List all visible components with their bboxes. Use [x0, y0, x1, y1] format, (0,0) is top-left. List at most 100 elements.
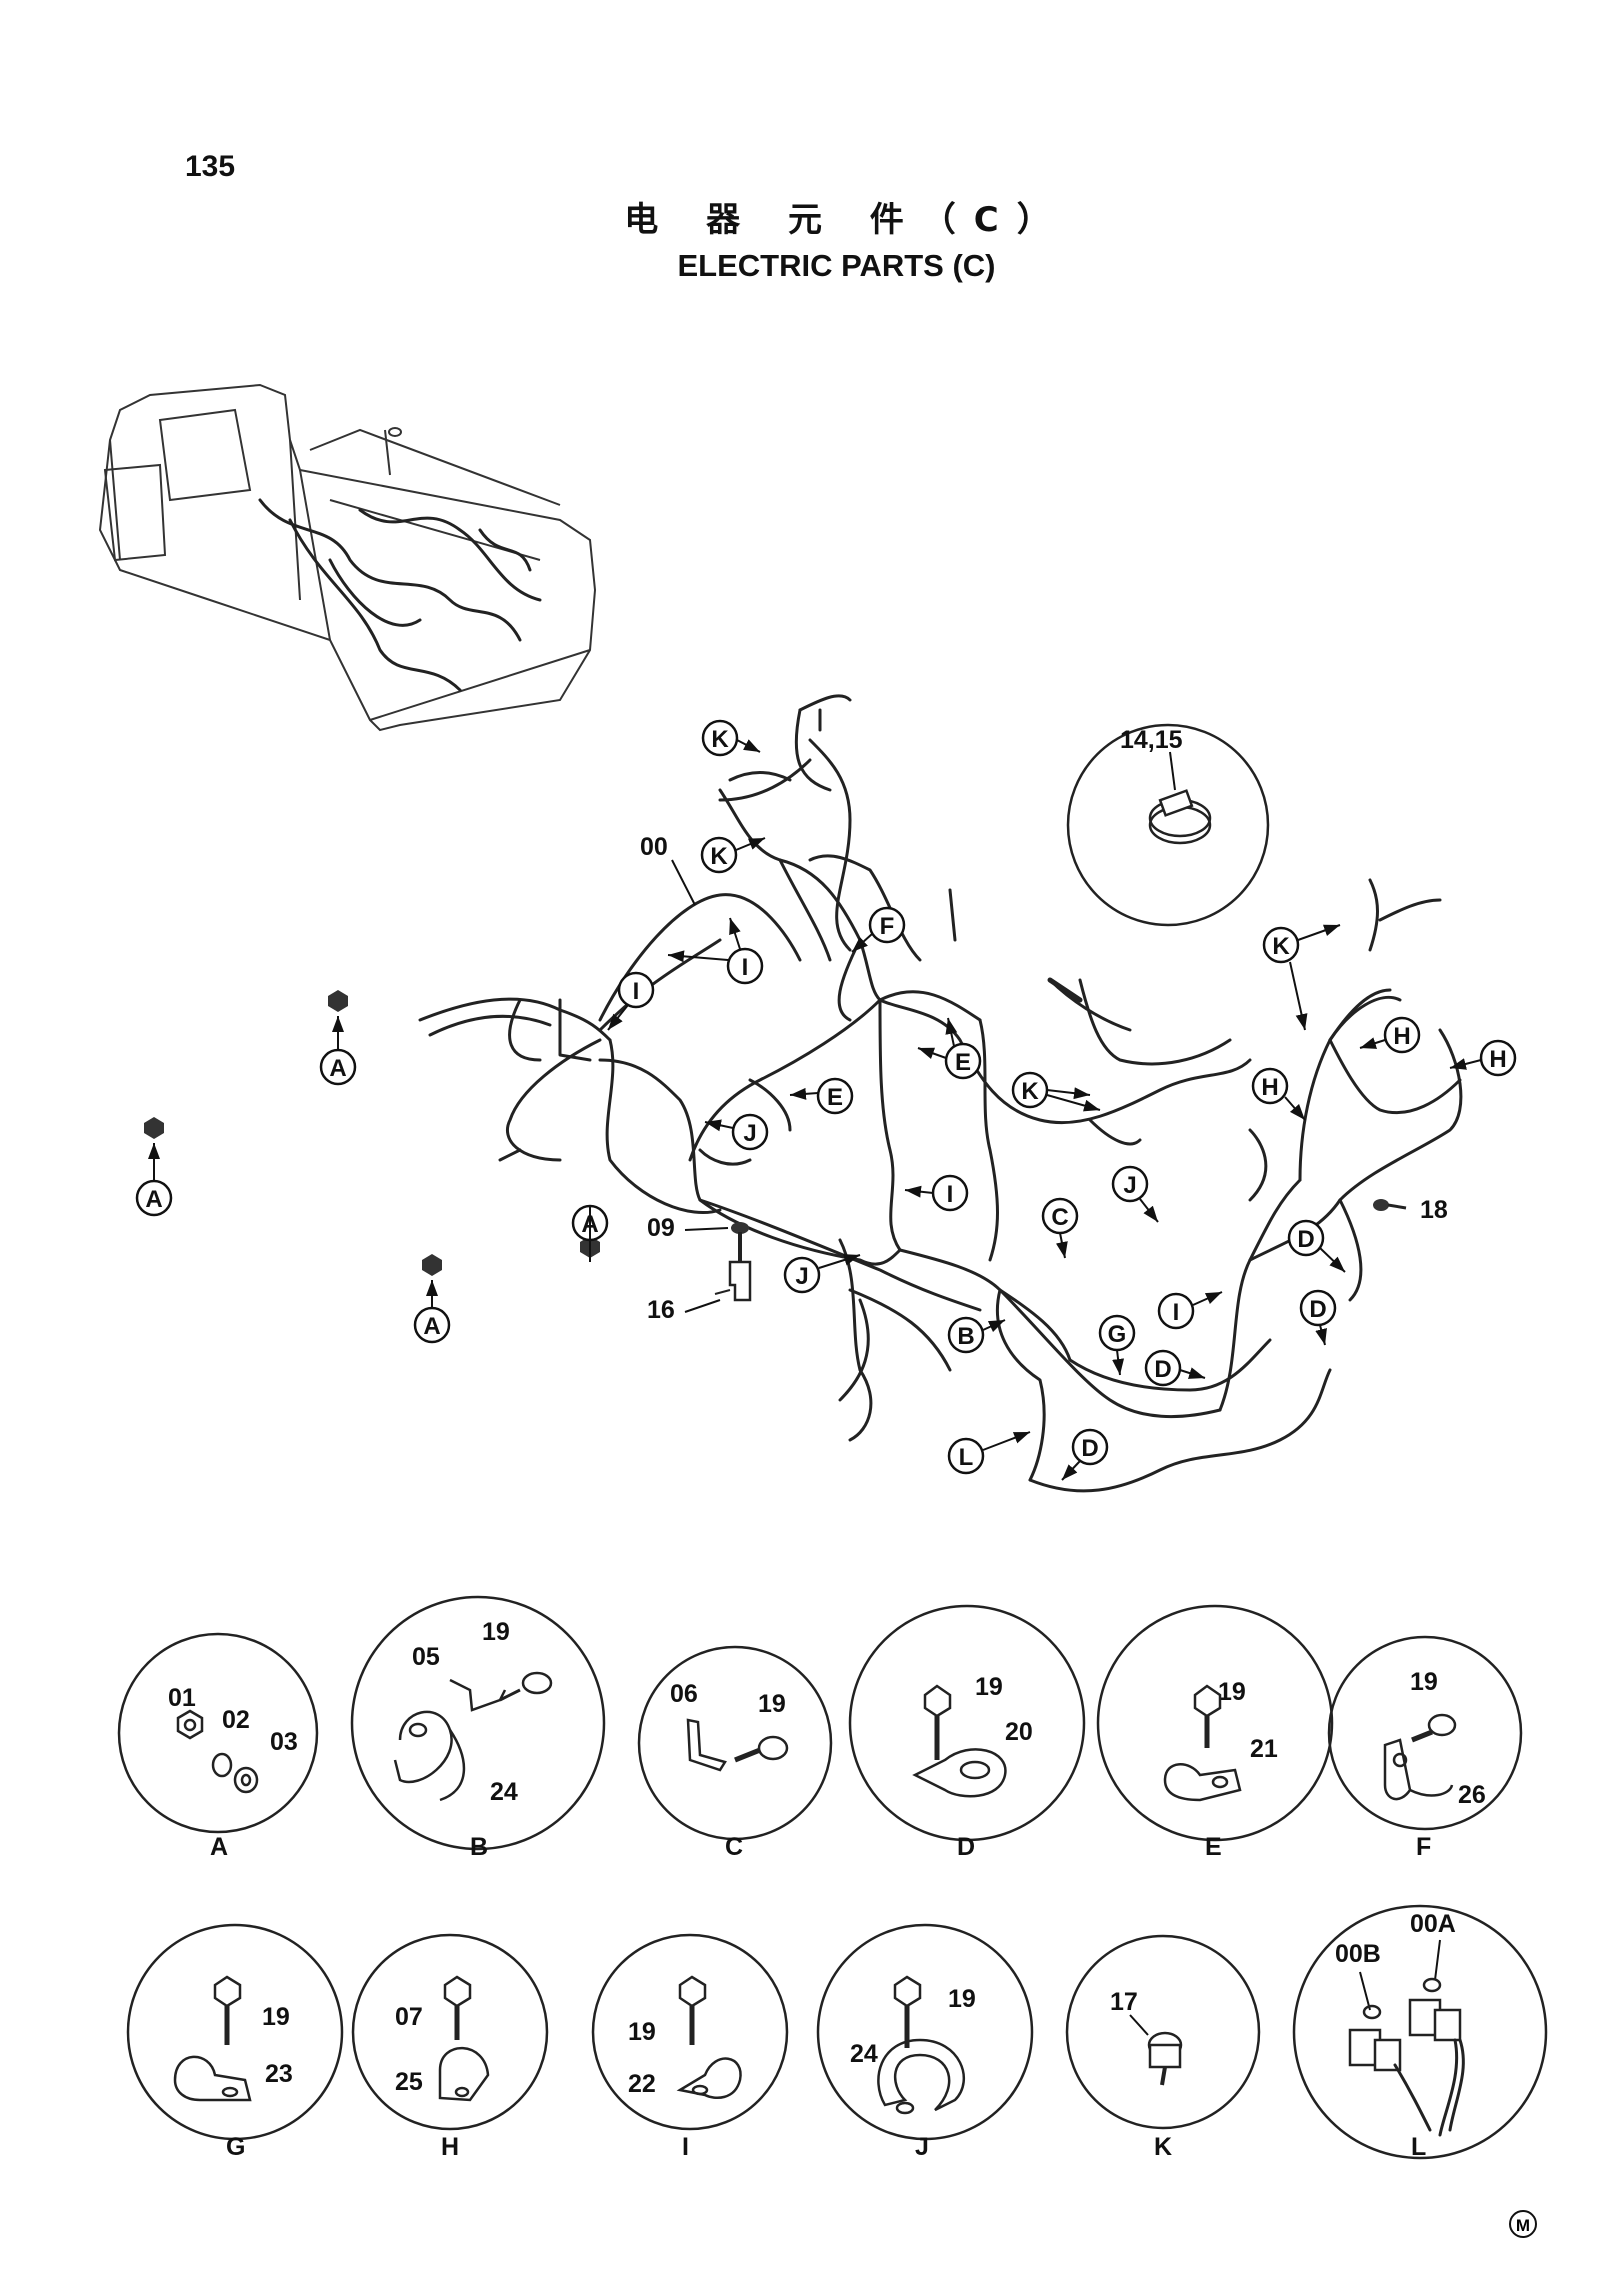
- bolt-09-bracket-16: [714, 1222, 752, 1302]
- svg-text:00B: 00B: [1335, 1940, 1381, 1968]
- svg-text:K: K: [711, 726, 729, 753]
- callout-c1: C: [1041, 1197, 1079, 1259]
- svg-text:D: D: [1081, 1435, 1098, 1462]
- leader-16: [684, 1299, 721, 1313]
- detail-circle-a: 01 02 03 A: [117, 1632, 319, 1861]
- callout-h1: H: [1359, 1016, 1421, 1054]
- svg-text:05: 05: [412, 1643, 440, 1671]
- svg-text:A: A: [145, 1186, 162, 1213]
- detail-circle-b: 05 19 24 B: [350, 1595, 606, 1861]
- svg-text:D: D: [1309, 1296, 1326, 1323]
- callout-d1: D: [1287, 1219, 1346, 1273]
- detail-circle-k: 17 K: [1065, 1934, 1261, 2161]
- svg-text:H: H: [1261, 1074, 1278, 1101]
- title-chinese: 电 器 元 件（C）: [624, 200, 1069, 240]
- svg-text:D: D: [1297, 1226, 1314, 1253]
- callout-j1: J: [704, 1113, 769, 1151]
- svg-text:00A: 00A: [1410, 1910, 1456, 1938]
- callout-d2: D: [1299, 1289, 1337, 1346]
- callout-a3: A: [413, 1280, 451, 1344]
- svg-text:02: 02: [222, 1706, 250, 1734]
- detail-circle-c: 06 19 C: [637, 1645, 833, 1861]
- callout-i1: I: [667, 917, 764, 985]
- label-09: 09: [647, 1214, 675, 1242]
- svg-text:I: I: [947, 1181, 954, 1208]
- svg-text:19: 19: [1218, 1678, 1246, 1706]
- svg-text:A: A: [423, 1313, 440, 1340]
- callout-k1: K: [701, 719, 761, 757]
- svg-text:19: 19: [975, 1673, 1003, 1701]
- svg-text:19: 19: [262, 2003, 290, 2031]
- svg-text:K: K: [1154, 2133, 1172, 2161]
- svg-text:I: I: [742, 954, 749, 981]
- svg-text:26: 26: [1458, 1781, 1486, 1809]
- svg-text:19: 19: [948, 1985, 976, 2013]
- svg-text:A: A: [329, 1055, 346, 1082]
- callout-a2: A: [135, 1143, 173, 1217]
- leader-09: [684, 1227, 729, 1231]
- svg-text:K: K: [1021, 1078, 1039, 1105]
- detail-circle-f: 19 26 F: [1327, 1635, 1523, 1861]
- svg-text:20: 20: [1005, 1718, 1033, 1746]
- label-16: 16: [647, 1296, 675, 1324]
- svg-text:M: M: [1516, 2216, 1530, 2235]
- svg-text:25: 25: [395, 2068, 423, 2096]
- detail-circle-h: 07 25 H: [351, 1933, 549, 2161]
- svg-text:07: 07: [395, 2003, 423, 2031]
- callout-i2: I: [607, 971, 655, 1031]
- detail-circle-e: 19 21 E: [1096, 1604, 1334, 1861]
- svg-text:19: 19: [482, 1618, 510, 1646]
- svg-text:E: E: [827, 1084, 843, 1111]
- callout-a1: A: [319, 1016, 357, 1086]
- callout-i3: I: [904, 1174, 969, 1212]
- callout-b1: B: [947, 1316, 1006, 1354]
- svg-text:21: 21: [1250, 1735, 1278, 1763]
- callout-k4: K: [1262, 924, 1341, 1031]
- callout-e2: E: [789, 1077, 854, 1115]
- svg-text:J: J: [1123, 1172, 1136, 1199]
- label-00: 00: [640, 833, 668, 861]
- callout-h2: H: [1449, 1039, 1517, 1077]
- svg-text:L: L: [959, 1444, 974, 1471]
- leader-00: [671, 859, 696, 906]
- svg-text:19: 19: [1410, 1668, 1438, 1696]
- svg-text:J: J: [795, 1263, 808, 1290]
- svg-text:L: L: [1411, 2133, 1426, 2161]
- svg-text:K: K: [1272, 933, 1290, 960]
- callout-d4: D: [1061, 1428, 1109, 1481]
- wire-harness: [418, 694, 1463, 1493]
- svg-text:F: F: [1416, 1833, 1431, 1861]
- svg-text:H: H: [1489, 1046, 1506, 1073]
- detail-circle-l: 00B 00A L: [1292, 1904, 1548, 2161]
- svg-text:06: 06: [670, 1680, 698, 1708]
- svg-text:I: I: [682, 2133, 689, 2161]
- svg-text:C: C: [725, 1833, 743, 1861]
- page-number: 135: [185, 150, 236, 183]
- detail-circle-i: 19 22 I: [591, 1933, 789, 2161]
- label-18: 18: [1420, 1196, 1448, 1224]
- svg-text:I: I: [633, 978, 640, 1005]
- svg-text:D: D: [957, 1833, 975, 1861]
- nut-parts: [144, 990, 600, 1276]
- callout-j3: J: [783, 1254, 861, 1294]
- callout-f1: F: [851, 906, 906, 953]
- callout-h3: H: [1251, 1067, 1306, 1121]
- svg-text:D: D: [1154, 1356, 1171, 1383]
- callout-j2: J: [1111, 1165, 1159, 1223]
- screw-18: [1373, 1199, 1407, 1211]
- svg-text:19: 19: [758, 1690, 786, 1718]
- svg-text:H: H: [441, 2133, 459, 2161]
- svg-text:F: F: [880, 913, 895, 940]
- callout-g1: G: [1098, 1314, 1136, 1376]
- svg-text:E: E: [955, 1049, 971, 1076]
- svg-text:23: 23: [265, 2060, 293, 2088]
- svg-text:H: H: [1393, 1023, 1410, 1050]
- svg-text:G: G: [226, 2133, 245, 2161]
- svg-text:24: 24: [850, 2040, 878, 2068]
- svg-text:C: C: [1051, 1204, 1068, 1231]
- detail-circle-j: 19 24 J: [816, 1923, 1034, 2161]
- svg-text:01: 01: [168, 1684, 196, 1712]
- callout-l1: L: [947, 1431, 1031, 1475]
- svg-text:K: K: [710, 843, 728, 870]
